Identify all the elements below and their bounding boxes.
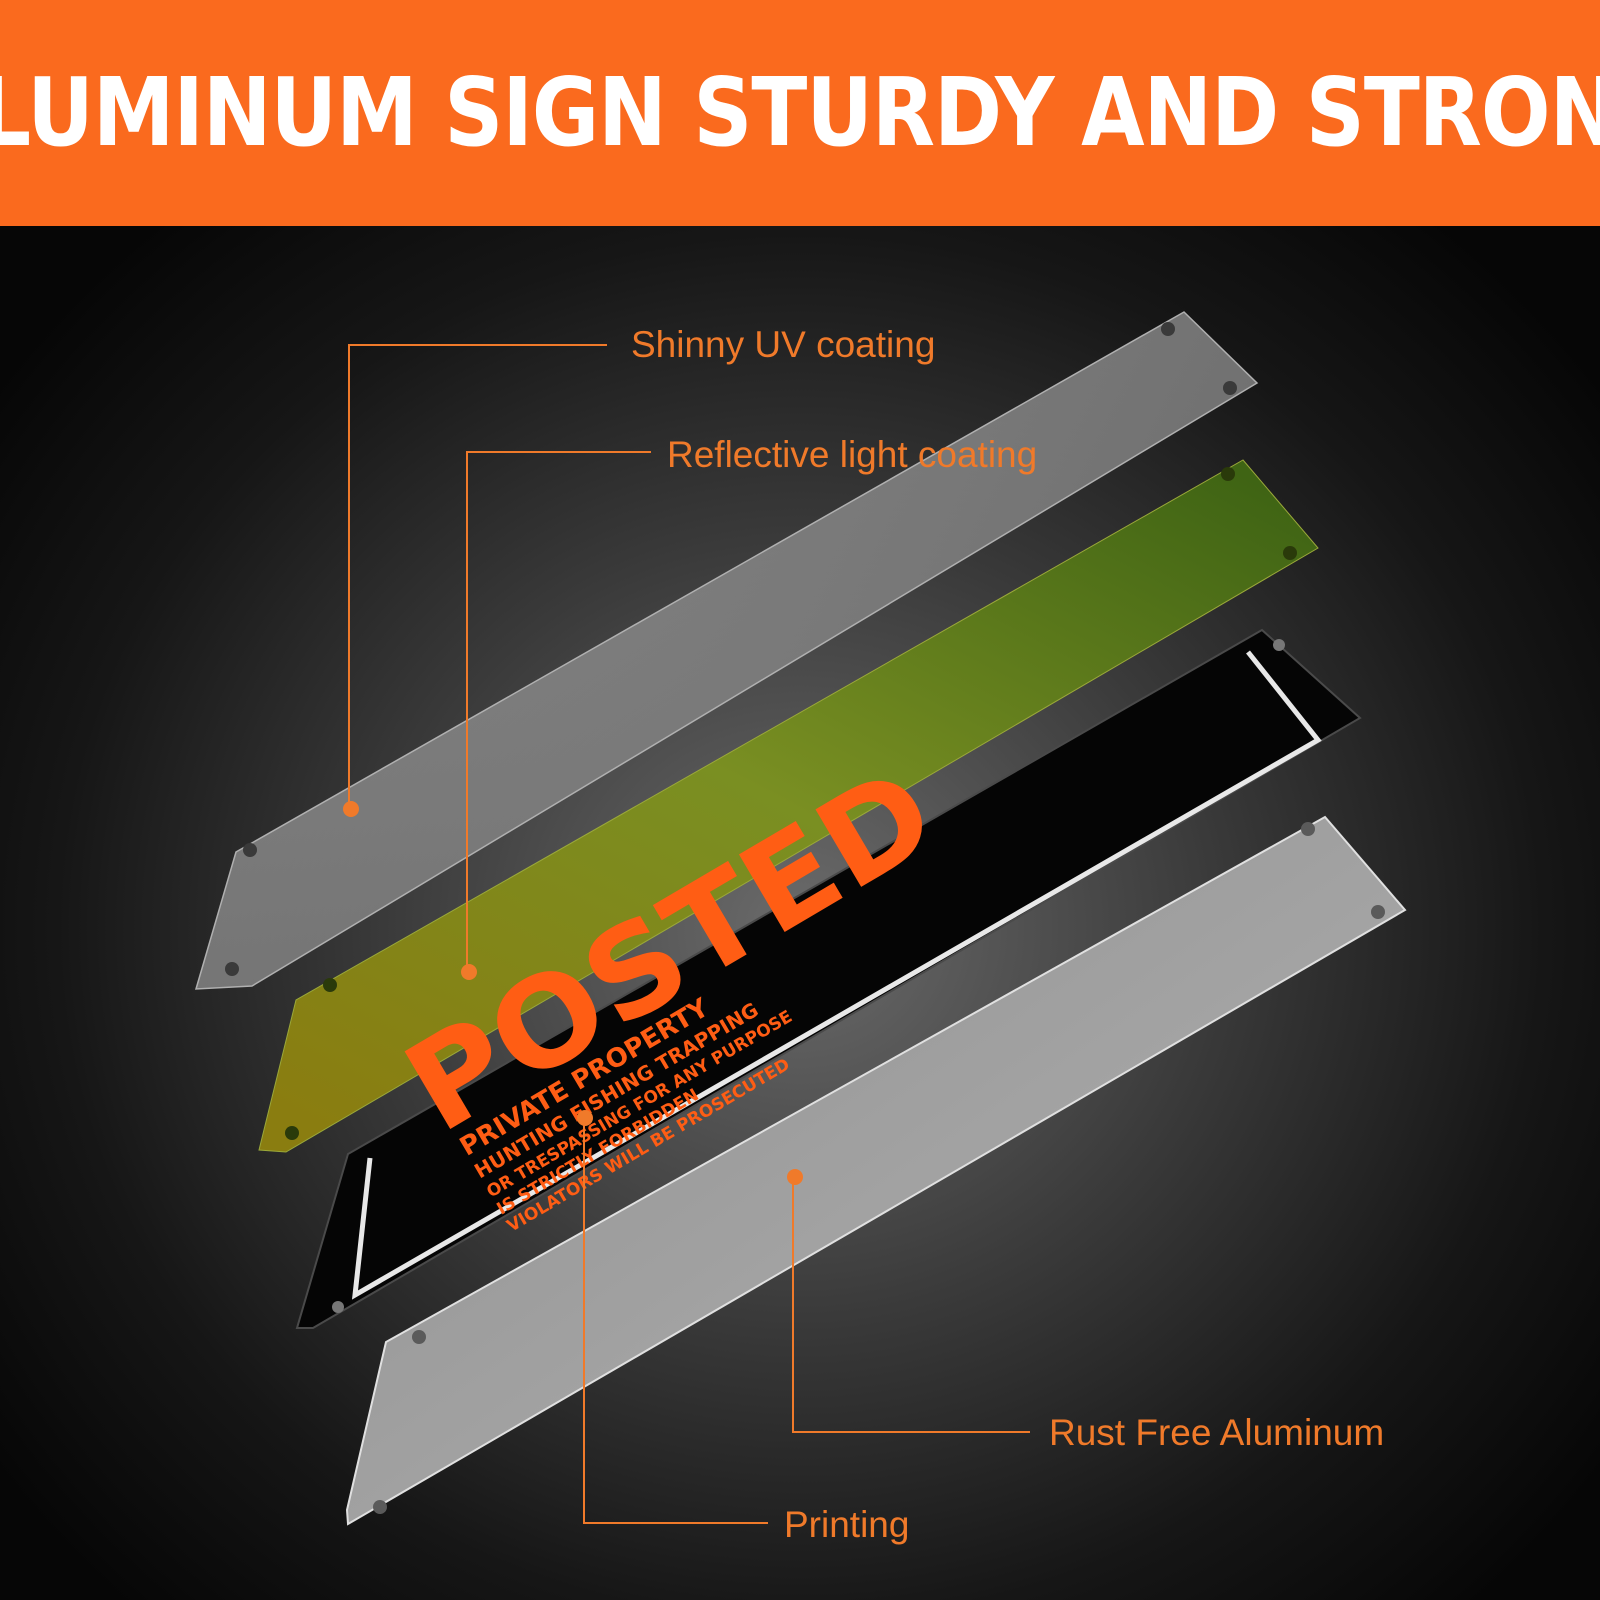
- mounting-hole-icon: [373, 1500, 387, 1514]
- banner-title: ALUMINUM SIGN STURDY AND STRONG: [0, 58, 1600, 168]
- mounting-hole-icon: [332, 1301, 344, 1313]
- mounting-hole-icon: [1221, 467, 1235, 481]
- label-reflective-coating: Reflective light coating: [667, 434, 1038, 475]
- callout-dots: [343, 801, 803, 1185]
- reflective-coating-layer: [258, 459, 1319, 1153]
- mounting-hole-icon: [412, 1330, 426, 1344]
- mounting-hole-icon: [1371, 905, 1385, 919]
- mounting-hole-icon: [243, 843, 257, 857]
- uv-coating-layer: [194, 311, 1259, 990]
- title-banner: ALUMINUM SIGN STURDY AND STRONG: [0, 0, 1600, 226]
- aluminum-layer: [345, 815, 1407, 1526]
- mounting-hole-icon: [285, 1126, 299, 1140]
- mounting-hole-icon: [1161, 322, 1175, 336]
- mounting-hole-icon: [1223, 381, 1237, 395]
- callout-lines: [348, 344, 1030, 1524]
- label-uv-coating: Shinny UV coating: [631, 324, 936, 365]
- mounting-hole-icon: [225, 962, 239, 976]
- label-printing: Printing: [784, 1504, 910, 1545]
- label-aluminum: Rust Free Aluminum: [1049, 1412, 1385, 1453]
- mounting-hole-icon: [1301, 822, 1315, 836]
- mounting-hole-icon: [323, 978, 337, 992]
- mounting-hole-icon: [1283, 546, 1297, 560]
- mounting-hole-icon: [1273, 639, 1285, 651]
